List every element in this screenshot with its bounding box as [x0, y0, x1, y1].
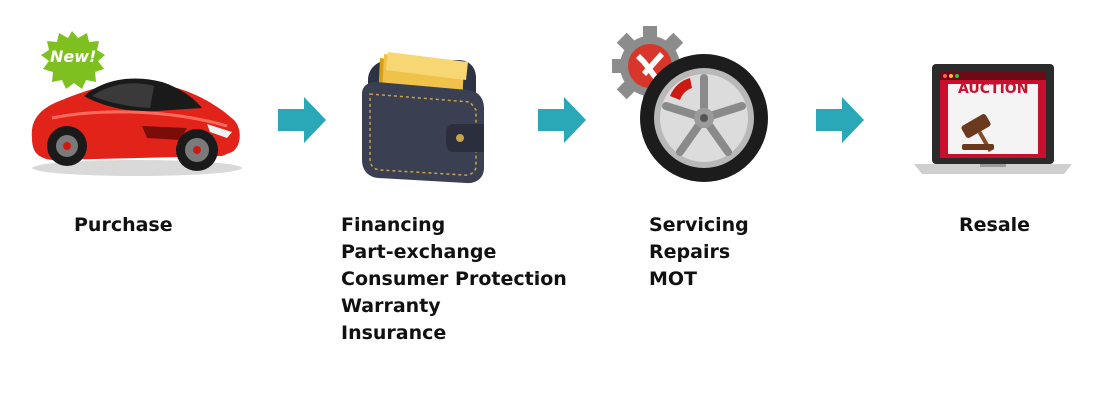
item-consumer-protection: Consumer Protection: [341, 268, 567, 290]
new-badge-icon: [41, 31, 105, 89]
stage-maintenance-list: Servicing Repairs MOT: [649, 212, 749, 293]
item-purchase: Purchase: [74, 214, 173, 236]
item-servicing: Servicing: [649, 214, 749, 236]
stage-resale-label: Resale: [959, 212, 1030, 239]
auction-text: AUCTION: [958, 81, 1029, 97]
sports-car-icon: [31, 78, 242, 176]
laptop-auction-icon: [914, 64, 1072, 174]
item-part-exchange: Part-exchange: [341, 241, 497, 263]
item-mot: MOT: [649, 268, 698, 290]
item-insurance: Insurance: [341, 322, 447, 344]
wheel-gear-icon: [612, 26, 768, 182]
new-badge-text: New!: [50, 47, 97, 66]
item-resale: Resale: [959, 214, 1031, 236]
arrow-right-icon: [816, 97, 864, 143]
arrow-right-icon: [538, 97, 586, 143]
arrow-right-icon: [278, 97, 326, 143]
stage-purchase-label: Purchase: [74, 212, 173, 239]
item-warranty: Warranty: [341, 295, 441, 317]
stage-ownership-list: Financing Part-exchange Consumer Protect…: [341, 212, 567, 347]
wallet-icon: [362, 52, 484, 184]
item-financing: Financing: [341, 214, 446, 236]
item-repairs: Repairs: [649, 241, 731, 263]
